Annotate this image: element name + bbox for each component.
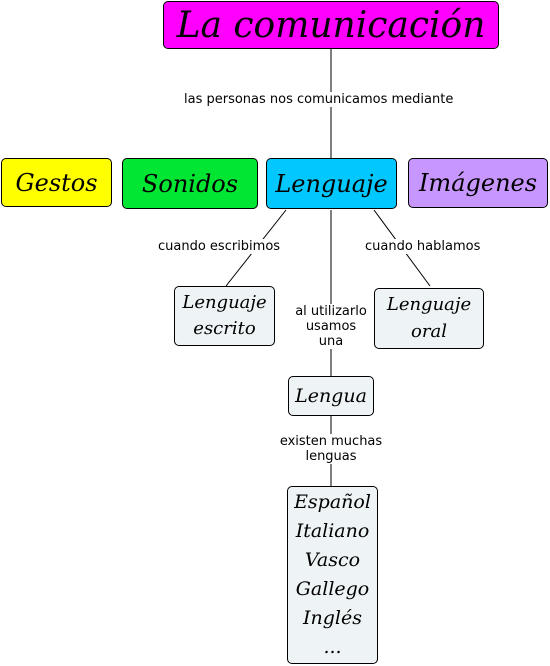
lenguaje-escrito-line2: escrito <box>193 318 256 339</box>
lenguaje-oral-line2: oral <box>411 320 447 342</box>
language-item: Italiano <box>295 520 370 542</box>
node-lenguaje: Lenguaje <box>266 158 397 209</box>
utilizarlo-line2: usamos <box>305 319 357 334</box>
title-node: La comunicación <box>163 1 499 49</box>
language-item: Inglés <box>303 607 362 629</box>
lenguaje-oral-line1: Lenguaje <box>386 294 472 316</box>
node-lenguaje-oral: Lenguaje oral <box>374 288 484 349</box>
utilizarlo-line1: al utilizarlo <box>295 304 367 319</box>
language-item: ... <box>323 636 342 658</box>
link-label-mediante: las personas nos comunicamos mediante <box>184 92 454 107</box>
node-imagenes: Imágenes <box>408 158 548 208</box>
node-sonidos: Sonidos <box>122 158 258 209</box>
node-lengua: Lengua <box>288 376 374 416</box>
link-label-hablamos: cuando hablamos <box>365 239 481 254</box>
node-languages-list: Español Italiano Vasco Gallego Inglés ..… <box>287 486 378 664</box>
node-lenguaje-escrito: Lenguaje escrito <box>174 286 275 346</box>
link-label-existen: existen muchas lenguas <box>274 434 388 464</box>
language-item: Vasco <box>304 549 361 571</box>
existen-line1: existen muchas <box>279 434 383 449</box>
utilizarlo-line3: una <box>318 334 344 349</box>
link-label-utilizarlo: al utilizarlo usamos una <box>290 304 372 349</box>
language-item: Español <box>294 491 371 513</box>
existen-line2: lenguas <box>305 449 357 464</box>
lenguaje-escrito-line1: Lenguaje <box>182 291 267 313</box>
link-label-escribimos: cuando escribimos <box>158 239 281 254</box>
language-item: Gallego <box>295 578 370 600</box>
node-gestos: Gestos <box>1 158 112 207</box>
